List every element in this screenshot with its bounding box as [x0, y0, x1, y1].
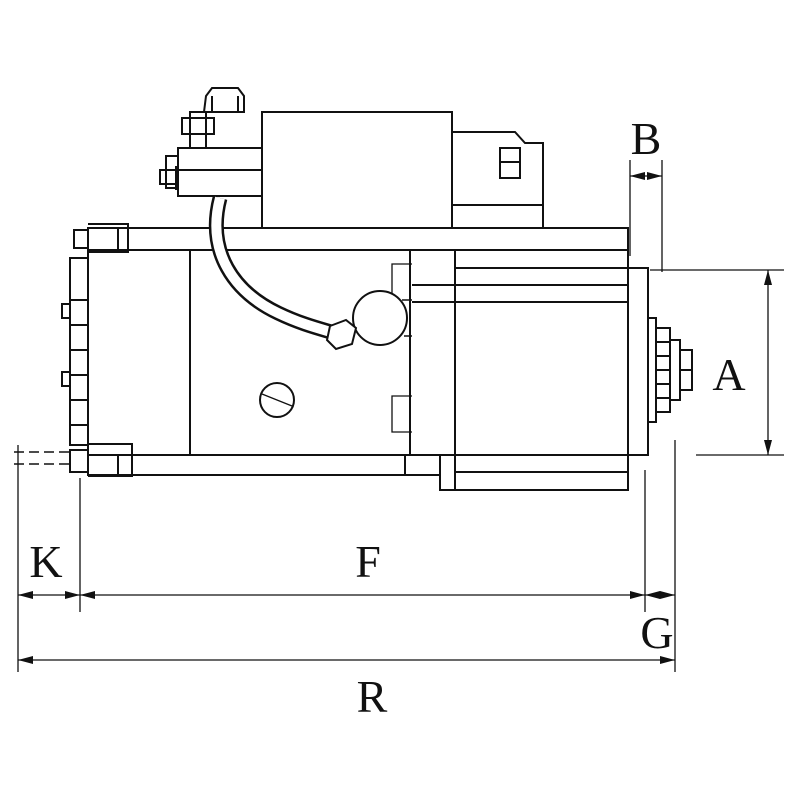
screw-slot	[261, 393, 293, 407]
cable-bolt-head	[325, 318, 358, 351]
dimension-r-label: R	[357, 671, 388, 722]
solenoid	[202, 87, 544, 229]
dimension-b-arrows	[630, 172, 662, 180]
screw-head	[259, 382, 295, 418]
end-plate	[628, 267, 649, 456]
dimension-b: B	[629, 113, 663, 272]
dimension-f: F	[80, 470, 646, 612]
dimension-f-label: F	[355, 536, 381, 587]
dimension-a-lines	[650, 269, 784, 456]
boss-connector-lines	[402, 299, 412, 337]
dimension-k-label: K	[29, 536, 62, 587]
gear-housing	[409, 249, 629, 491]
dimension-f-lines	[80, 470, 646, 612]
dimension-b-label: B	[631, 113, 662, 164]
dimension-a: A	[650, 269, 784, 456]
cable-boss	[352, 290, 408, 346]
dimension-g-arrows	[645, 591, 675, 599]
dimension-r: R	[18, 656, 675, 722]
dimension-annotations: B A K F G R	[17, 113, 784, 722]
terminal-block	[159, 111, 263, 197]
field-cable-core	[211, 196, 346, 341]
gear-housing-hidden-notches	[391, 263, 412, 433]
hidden-edge-dashes	[14, 451, 70, 465]
dimension-k-arrows	[18, 591, 80, 599]
dimension-g-label: G	[640, 607, 673, 658]
dimension-g: G	[640, 440, 676, 672]
dimension-k: K	[17, 445, 81, 672]
dimension-a-label: A	[712, 349, 745, 400]
main-housing-outline	[87, 227, 629, 476]
left-end-bracket	[61, 223, 133, 477]
motor-drawing	[14, 87, 693, 491]
spline-shaft	[647, 317, 693, 423]
